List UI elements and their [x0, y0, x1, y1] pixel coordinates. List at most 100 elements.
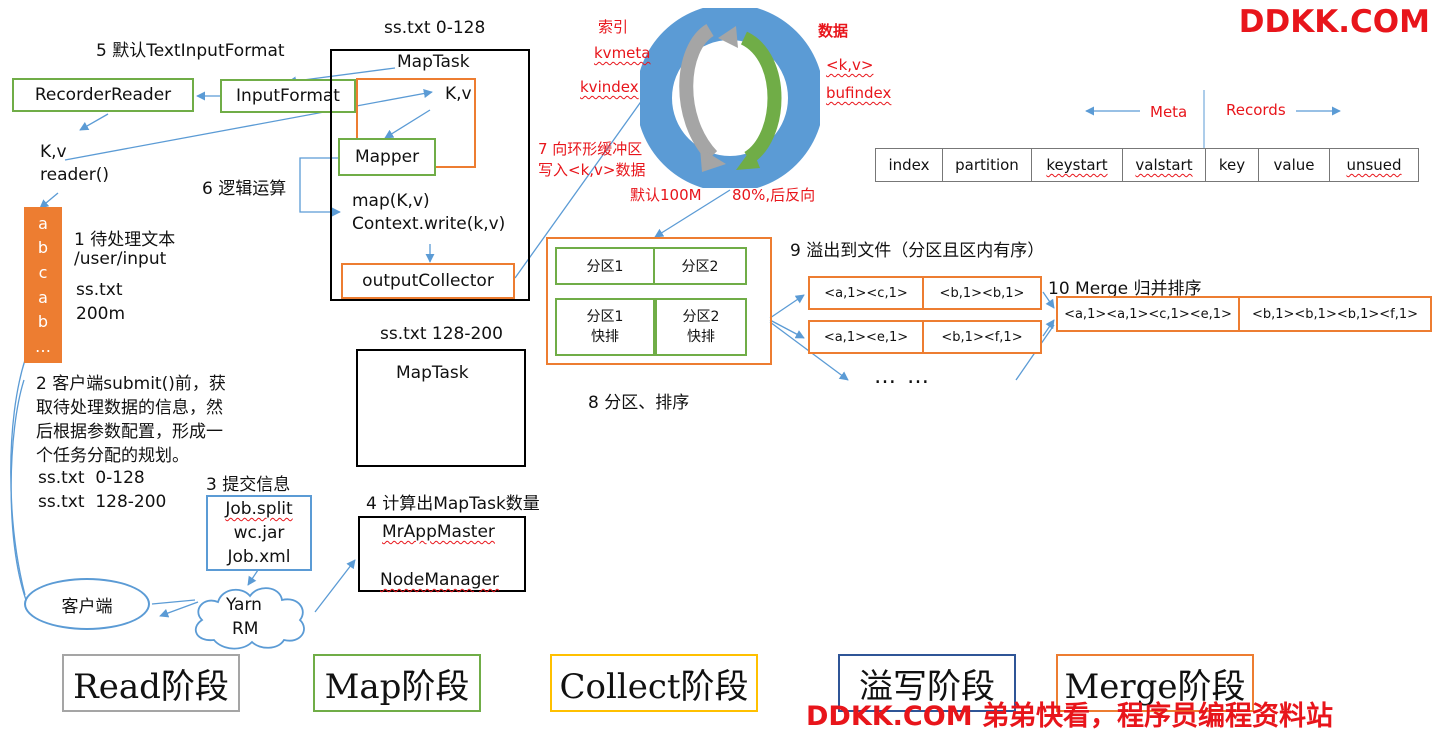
- partition-2-label: 分区2: [681, 259, 719, 275]
- input-char: …: [35, 337, 51, 357]
- spill-file2-part1: <a,1><e,1>: [808, 320, 924, 354]
- spill-file2-part2: <b,1><f,1>: [922, 320, 1042, 354]
- step4-label: 4 计算出MapTask数量: [366, 494, 540, 514]
- meta-label: Meta: [1150, 103, 1188, 121]
- yarn-cloud-icon: [194, 587, 305, 650]
- yarn-line: Yarn: [226, 595, 262, 615]
- ring-buffer-icon: [640, 8, 820, 188]
- partition-2-sorted: 分区2 快排: [655, 298, 747, 356]
- record-field-key: key: [1205, 148, 1259, 182]
- stage-read: Read阶段: [62, 654, 240, 712]
- map-task1-range: ss.txt 0-128: [384, 18, 486, 38]
- input-char: a: [38, 287, 48, 307]
- ring-data-label: 数据: [818, 22, 849, 40]
- step5-label: 5 默认TextInputFormat: [96, 41, 285, 61]
- ring-threshold: 80%,后反向: [732, 186, 816, 204]
- partition-1: 分区1: [555, 247, 655, 285]
- map-code-line: Context.write(k,v): [352, 214, 506, 234]
- step10-label: 10 Merge 归并排序: [1048, 279, 1202, 299]
- wc-jar-file: wc.jar: [233, 523, 285, 543]
- mr-app-master-label: MrAppMaster: [382, 522, 495, 542]
- step2-line: 个任务分配的规划。: [36, 446, 189, 466]
- partition-1-sorted-name: 分区1: [586, 309, 624, 325]
- records-label: Records: [1226, 101, 1286, 119]
- step3-label: 3 提交信息: [206, 475, 291, 495]
- stage-map-label: Map阶段: [324, 666, 470, 707]
- mapper-box: Mapper: [338, 138, 436, 176]
- map-task1-title: MapTask: [397, 52, 470, 72]
- merge-result-part2: <b,1><b,1><b,1><f,1>: [1238, 296, 1432, 332]
- output-collector-box: outputCollector: [341, 263, 515, 299]
- step9-label: 9 溢出到文件（分区且区内有序）: [790, 241, 1045, 261]
- input-text-column: a b c a b …: [24, 207, 62, 363]
- output-collector-label: outputCollector: [362, 271, 494, 291]
- step7-line: 写入<k,v>数据: [538, 161, 646, 179]
- stage-merge-label: Merge阶段: [1064, 666, 1246, 707]
- stage-merge: Merge阶段: [1056, 654, 1254, 712]
- step7-line: 7 向环形缓冲区: [538, 140, 643, 158]
- ring-kvindex-label: kvindex: [580, 78, 639, 96]
- recorder-reader-box: RecorderReader: [12, 78, 194, 112]
- job-xml-file: Job.xml: [227, 547, 291, 567]
- partition-2-sorted-method: 快排: [687, 329, 715, 345]
- job-split-file: Job.split: [225, 499, 293, 519]
- spill-ellipsis: … …: [874, 364, 931, 389]
- brand-banner-bottom: DDKK.COM 弟弟快看，程序员编程资料站: [806, 701, 1333, 732]
- map-task1-box: [330, 49, 530, 301]
- split-line: ss.txt 128-200: [38, 492, 167, 512]
- partition-1-sorted: 分区1 快排: [555, 298, 655, 356]
- spill-file1-part1: <a,1><c,1>: [808, 276, 924, 310]
- rm-line: RM: [232, 619, 259, 639]
- stage-read-label: Read阶段: [73, 666, 229, 707]
- client-node: 客户端: [24, 578, 150, 630]
- map-task2-range: ss.txt 128-200: [380, 324, 503, 344]
- map-task2-box: MapTask: [356, 349, 526, 467]
- partition-2-sorted-name: 分区2: [682, 309, 720, 325]
- input-format-label: InputFormat: [236, 86, 340, 106]
- file-name-line: ss.txt: [76, 280, 123, 300]
- step1-line: /user/input: [74, 249, 167, 269]
- brand-logo-top: DDKK.COM: [1238, 4, 1430, 40]
- input-char: b: [37, 238, 49, 258]
- partition-1-sorted-method: 快排: [591, 329, 619, 345]
- step2-line: 2 客户端submit()前，获: [36, 374, 226, 394]
- meta-field-keystart: keystart: [1031, 148, 1123, 182]
- ring-default-size: 默认100M: [630, 186, 702, 204]
- partition-container: [546, 237, 772, 365]
- meta-field-index: index: [875, 148, 943, 182]
- partition-2: 分区2: [653, 247, 747, 285]
- recorder-reader-label: RecorderReader: [34, 85, 172, 105]
- step6-label: 6 逻辑运算: [202, 179, 287, 199]
- step2-line: 后根据参数配置，形成一: [36, 422, 223, 442]
- input-char: b: [37, 312, 49, 332]
- partition-1-label: 分区1: [586, 259, 624, 275]
- map-kv-label: K,v: [445, 84, 472, 104]
- stage-collect-label: Collect阶段: [559, 666, 749, 707]
- stage-spill-label: 溢写阶段: [859, 666, 995, 707]
- merge-result-part1: <a,1><a,1><c,1><e,1>: [1056, 296, 1240, 332]
- ring-kv-data-label: <k,v>: [826, 56, 874, 74]
- file-size-line: 200m: [76, 304, 126, 324]
- record-field-unused: unsued: [1329, 148, 1419, 182]
- ring-bufindex-label: bufindex: [826, 84, 892, 102]
- meta-field-valstart: valstart: [1122, 148, 1206, 182]
- mapper-label: Mapper: [354, 147, 420, 167]
- stage-spill: 溢写阶段: [838, 654, 1016, 712]
- split-line: ss.txt 0-128: [38, 468, 145, 488]
- job-files-box: Job.split wc.jar Job.xml: [206, 495, 312, 571]
- step8-label: 8 分区、排序: [588, 393, 690, 413]
- spill-file1-part2: <b,1><b,1>: [922, 276, 1042, 310]
- node-manager-label: NodeManager: [380, 570, 499, 590]
- reader-label: reader(): [40, 165, 109, 185]
- step1-line: 1 待处理文本: [74, 230, 176, 250]
- app-master-box: MrAppMaster NodeManager: [358, 516, 526, 592]
- read-kv-label: K,v: [40, 142, 67, 162]
- stage-collect: Collect阶段: [550, 654, 758, 712]
- ring-kvmeta-label: kvmeta: [594, 44, 651, 62]
- input-format-box: InputFormat: [220, 79, 356, 113]
- step2-line: 取待处理数据的信息，然: [36, 398, 223, 418]
- client-label: 客户端: [61, 596, 113, 617]
- input-char: c: [38, 263, 48, 283]
- map-task2-title: MapTask: [396, 363, 469, 383]
